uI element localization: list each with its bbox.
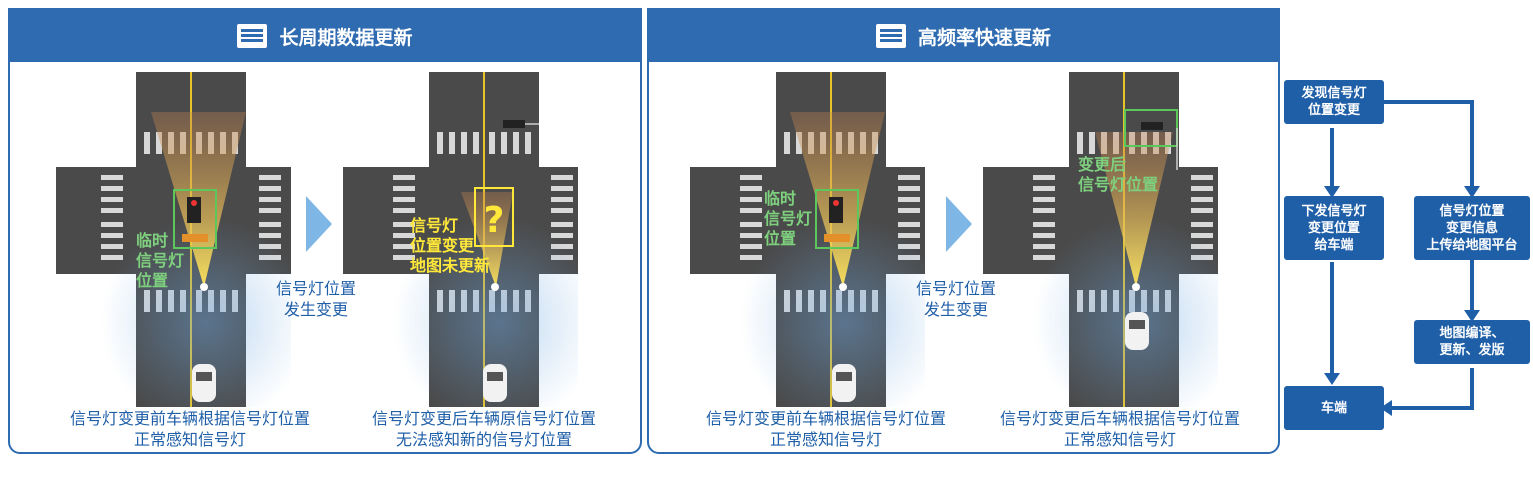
transition-label-line-1: 信号灯位置 [915,279,996,298]
intersection-scene-2: ? [343,72,578,407]
transition-arrow-icon [946,196,972,252]
calendar-icon [237,24,268,48]
panel-header: 高频率快速更新 [649,10,1278,62]
flow-step-discover-text: 发现信号灯 位置变更 [1301,86,1367,118]
calendar-icon [875,24,906,48]
transition-label-line-1: 信号灯位置 [275,279,356,298]
flow-step-upload: 信号灯位置 变更信息 上传给地图平台 [1414,196,1530,260]
scene-1-caption-line-2: 正常感知信号灯 [133,430,246,449]
flow-step-dispatch: 下发信号灯 变更位置 给车端 [1284,196,1384,260]
scene-2-caption-line-2: 无法感知新的信号灯位置 [395,430,572,449]
scene-1-caption-line-1: 信号灯变更前车辆根据信号灯位置 [69,409,310,428]
changed-not-updated-label: 信号灯 位置变更 地图未更新 [410,216,491,275]
flow-step-vehicle: 车端 [1284,386,1384,430]
temporary-light-label: 临时 信号灯 位置 [764,189,813,248]
flow-step-dispatch-text: 下发信号灯 变更位置 给车端 [1301,203,1367,253]
flow-connectors [1324,100,1480,416]
intersection-scene-4 [983,72,1218,407]
intersection-scene-3 [690,72,925,407]
intersection-scene-1 [56,72,291,407]
flow-step-discover: 发现信号灯 位置变更 [1284,80,1384,124]
new-light-position-label: 变更后 信号灯位置 [1078,155,1159,194]
transition-arrow-icon [306,196,332,252]
flow-step-compile: 地图编译、 更新、发版 [1414,320,1530,364]
flow-step-vehicle-text: 车端 [1320,400,1347,416]
transition-label-line-2: 发生变更 [283,300,348,319]
temporary-light-label: 临时 信号灯 位置 [136,231,185,290]
flow-step-compile-text: 地图编译、 更新、发版 [1439,326,1505,358]
panel-header: 长周期数据更新 [10,10,640,62]
panel-title: 长周期数据更新 [279,26,413,49]
scene-4-caption-line-2: 正常感知信号灯 [1063,430,1176,449]
panel-title: 高频率快速更新 [917,26,1051,49]
scene-3-caption-line-2: 正常感知信号灯 [769,430,882,449]
scene-4-caption-line-1: 信号灯变更后车辆根据信号灯位置 [999,409,1240,428]
scene-2-caption-line-1: 信号灯变更后车辆原信号灯位置 [371,409,596,428]
scene-3-caption-line-1: 信号灯变更前车辆根据信号灯位置 [705,409,946,428]
transition-label-line-2: 发生变更 [923,300,988,319]
flow-step-upload-text: 信号灯位置 变更信息 上传给地图平台 [1426,203,1518,253]
svg-text:?: ? [484,200,505,241]
